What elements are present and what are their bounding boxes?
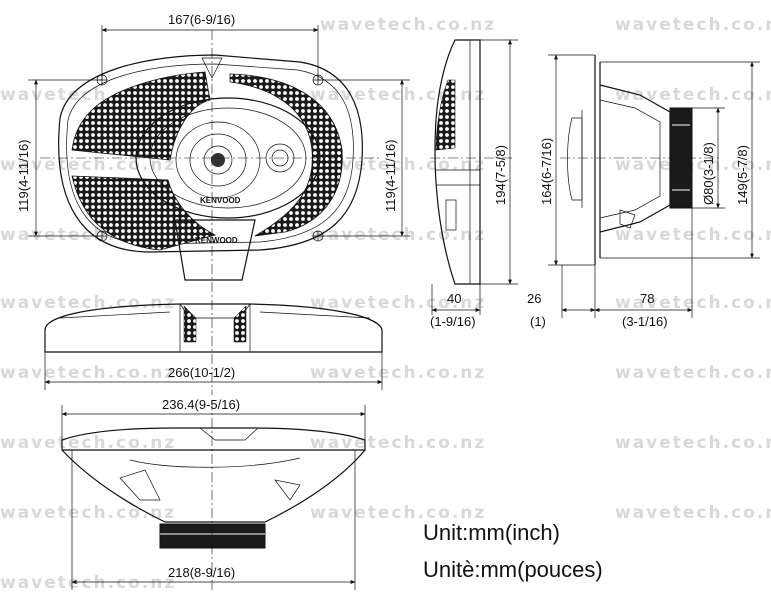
side-dimensions: 194(7-5/8) 40 (1-9/16) <box>430 39 518 329</box>
dim-top-width: 266(10-1/2) <box>168 365 235 380</box>
watermark: wavetech.co.nz <box>615 293 771 313</box>
dim-side-depth-mm: 40 <box>447 291 461 306</box>
watermark: wavetech.co.nz <box>310 225 486 245</box>
dim-side-height: 194(7-5/8) <box>493 145 508 205</box>
watermark: wavetech.co.nz <box>615 503 771 523</box>
watermark: wavetech.co.nz <box>310 85 486 105</box>
dim-front-width: 167(6-9/16) <box>168 12 235 27</box>
watermark: wavetech.co.nz <box>310 433 486 453</box>
profile-dimensions: 164(6-7/16) Ø80(3-1/8) 149(5-7/8) 26 (1)… <box>527 54 760 329</box>
dim-side-depth-in: (1-9/16) <box>430 314 476 329</box>
profile-view <box>560 55 720 265</box>
dim-front-height-left: 119(4-11/16) <box>16 139 31 212</box>
watermark: wavetech.co.nz <box>310 293 486 313</box>
watermark: wavetech.co.nz <box>310 363 486 383</box>
watermark: wavetech.co.nz <box>615 155 771 175</box>
watermark: wavetech.co.nz <box>310 503 486 523</box>
watermark: wavetech.co.nz <box>615 433 771 453</box>
dim-profile-magnet-dia: Ø80(3-1/8) <box>701 142 716 205</box>
dim-front-height-right: 119(4-11/16) <box>383 139 398 212</box>
watermark-layer: wavetech.co.nz wavetech.co.nz wavetech.c… <box>0 15 771 593</box>
watermark: wavetech.co.nz <box>615 225 771 245</box>
dim-profile-mount-depth: 164(6-7/16) <box>539 138 554 205</box>
watermark: wavetech.co.nz <box>0 573 176 593</box>
unit-label-fr: Unitè:mm(pouces) <box>423 557 603 582</box>
watermark: wavetech.co.nz <box>320 15 496 35</box>
dim-bottom-width: 218(8-9/16) <box>168 565 235 580</box>
side-view <box>430 39 515 285</box>
watermark: wavetech.co.nz <box>0 503 176 523</box>
watermark: wavetech.co.nz <box>615 85 771 105</box>
watermark: wavetech.co.nz <box>0 293 176 313</box>
watermark: wavetech.co.nz <box>615 15 771 35</box>
dim-profile-overall-height: 149(5-7/8) <box>735 145 750 205</box>
bottom-view <box>61 400 366 590</box>
front-dimensions: 167(6-9/16) 119(4-11/16) 119(4-11/16) <box>16 12 410 237</box>
watermark: wavetech.co.nz <box>0 433 176 453</box>
watermark: wavetech.co.nz <box>615 363 771 383</box>
dim-profile-back-depth-mm: 78 <box>640 291 654 306</box>
dim-profile-front-depth-mm: 26 <box>527 291 541 306</box>
dim-profile-back-depth-in: (3-1/16) <box>622 314 668 329</box>
dim-bottom-top-width: 236.4(9-5/16) <box>162 397 240 412</box>
watermark: wavetech.co.nz <box>0 155 176 175</box>
front-badge: KENVOOD <box>200 196 241 205</box>
top-view <box>44 303 383 353</box>
bottom-dimensions: 236.4(9-5/16) 218(8-9/16) <box>61 397 366 590</box>
top-dimensions: 266(10-1/2) <box>44 352 383 390</box>
unit-label-en: Unit:mm(inch) <box>423 520 560 545</box>
watermark: wavetech.co.nz <box>0 363 176 383</box>
dim-profile-front-depth-in: (1) <box>530 314 546 329</box>
front-logo: KENWOOD <box>195 236 238 245</box>
front-view: KENWOOD KENVOOD <box>40 30 380 395</box>
